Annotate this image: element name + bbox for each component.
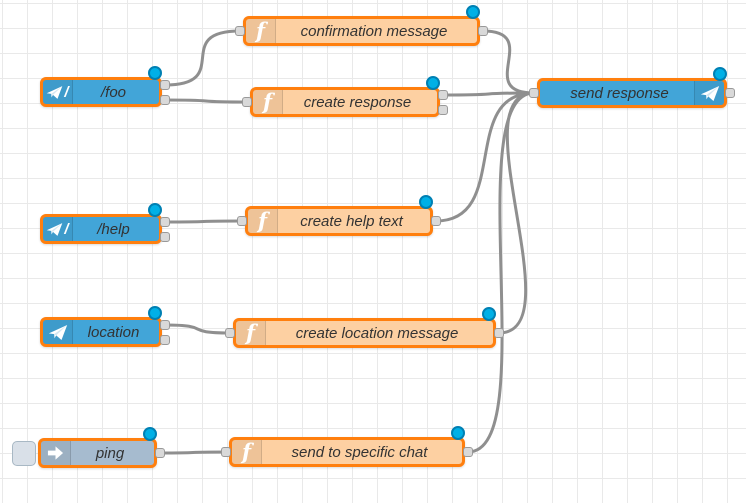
telegram-plane-icon [43,320,73,344]
function-icon: f [246,19,276,43]
wire-foo-to-create_response[interactable] [163,98,249,104]
function-icon: f [253,90,283,114]
node-create_location[interactable]: f create location message [225,307,504,348]
node-label-create_help: create help text [300,212,403,230]
input-port-create_help[interactable] [237,216,247,226]
node-send_response[interactable]: send response [529,67,735,108]
input-port-create_location[interactable] [225,328,235,338]
input-port-confirmation[interactable] [235,26,245,36]
output-port-help-1[interactable] [160,232,170,242]
output-port-location-0[interactable] [160,320,170,330]
output-port-create_response-1[interactable] [438,105,448,115]
node-location[interactable]: location [40,306,170,347]
wire-send_chat-to-send_response[interactable] [466,91,536,454]
node-label-create_response: create response [303,93,412,111]
node-help[interactable]: / /help [40,203,170,244]
telegram-plane-slash-icon: / [43,80,73,104]
input-port-send_chat[interactable] [221,447,231,457]
inject-button-ping[interactable] [12,441,36,466]
node-create_response[interactable]: f create response [242,76,448,117]
node-create_help[interactable]: f create help text [237,195,441,236]
wire-help-to-create_help[interactable] [163,219,244,224]
input-port-create_response[interactable] [242,97,252,107]
changed-indicator-send_chat [451,426,465,440]
changed-indicator-location [148,306,162,320]
wire-create_location-to-send_response[interactable] [497,91,536,335]
telegram-plane-icon [694,81,724,105]
wire-location-to-create_location[interactable] [163,323,232,335]
telegram-plane-slash-icon: / [43,217,73,241]
changed-indicator-create_response [426,76,440,90]
node-send_chat[interactable]: f send to specific chat [221,426,473,467]
node-label-send_response: send response [570,84,669,102]
node-label-create_location: create location message [295,324,459,342]
wire-ping-to-send_chat[interactable] [158,450,228,455]
output-port-confirmation-0[interactable] [478,26,488,36]
output-port-send_response-0[interactable] [725,88,735,98]
wire-create_help-to-send_response[interactable] [434,91,536,223]
wire-create_response-to-send_response[interactable] [441,91,536,97]
function-icon: f [236,321,266,345]
changed-indicator-create_help [419,195,433,209]
output-port-send_chat-0[interactable] [463,447,473,457]
node-label-confirmation: confirmation message [300,22,448,40]
changed-indicator-ping [143,427,157,441]
node-label-ping: ping [95,444,125,462]
changed-indicator-help [148,203,162,217]
output-port-help-0[interactable] [160,217,170,227]
output-port-create_location-0[interactable] [494,328,504,338]
output-port-location-1[interactable] [160,335,170,345]
node-label-foo: /foo [100,83,127,101]
wire-confirmation-to-send_response[interactable] [481,29,536,95]
output-port-foo-0[interactable] [160,80,170,90]
output-port-create_response-0[interactable] [438,90,448,100]
changed-indicator-create_location [482,307,496,321]
changed-indicator-foo [148,66,162,80]
inject-arrow-icon [41,441,71,465]
node-label-location: location [87,323,140,341]
node-label-send_chat: send to specific chat [291,443,428,461]
output-port-foo-1[interactable] [160,95,170,105]
input-port-send_response[interactable] [529,88,539,98]
changed-indicator-confirmation [466,5,480,19]
node-ping[interactable]: ping [38,427,165,468]
output-port-ping-0[interactable] [155,448,165,458]
function-icon: f [248,209,278,233]
node-label-help: /help [97,220,130,238]
wire-foo-to-confirmation[interactable] [163,29,242,87]
function-icon: f [232,440,262,464]
output-port-create_help-0[interactable] [431,216,441,226]
node-foo[interactable]: / /foo [40,66,170,107]
node-confirmation[interactable]: f confirmation message [235,5,488,46]
changed-indicator-send_response [713,67,727,81]
